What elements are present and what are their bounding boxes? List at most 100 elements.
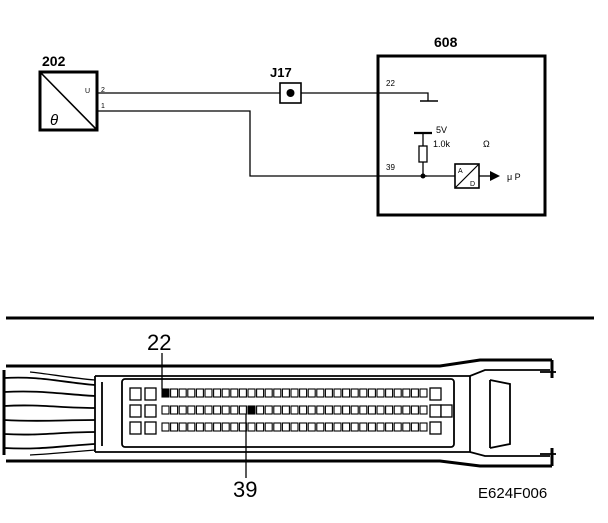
connector-pin (281, 388, 290, 398)
connector-pin (307, 388, 316, 398)
connector-cavity (129, 404, 142, 418)
resistor-value-label: 1.0k (433, 139, 451, 149)
arrow-right-icon (490, 171, 500, 181)
connector-cavity (144, 421, 157, 435)
connector-pin (367, 422, 376, 432)
connector-pin (410, 388, 419, 398)
ecu-box (376, 54, 547, 217)
connector-pin (385, 388, 394, 398)
connector-pin (393, 388, 402, 398)
housing-inner-top (95, 369, 550, 377)
schematic: 202 θ U 2 1 J17 608 22 39 (38, 34, 547, 217)
connector-pin (307, 405, 316, 415)
connector-cavity (429, 404, 442, 418)
adc-d-label: D (470, 181, 475, 188)
connector-pin (273, 422, 282, 432)
connector-pin (393, 422, 402, 432)
connector-pin (161, 422, 170, 432)
sensor-box (38, 70, 99, 132)
pin-field-panel (121, 378, 455, 448)
sensor-pin-1-label: 1 (101, 103, 105, 110)
connector-pin (204, 388, 213, 398)
connector-pin (359, 405, 368, 415)
connector-pin (367, 405, 376, 415)
connector-pin (376, 405, 385, 415)
wire-signal (97, 110, 427, 177)
connector-pin (376, 422, 385, 432)
connector-pin (221, 405, 230, 415)
connector-pin (299, 405, 308, 415)
connector-pin (281, 422, 290, 432)
connector-latch (469, 360, 556, 466)
connector-pin (350, 422, 359, 432)
connector-pin (359, 422, 368, 432)
connector-pin (256, 388, 265, 398)
connector-pin (359, 388, 368, 398)
connector-pin (410, 405, 419, 415)
connector-pin (307, 422, 316, 432)
connector-pin (195, 405, 204, 415)
connector-pin (385, 422, 394, 432)
connector-pin (299, 422, 308, 432)
connector-pin (187, 405, 196, 415)
sensor-u-label: U (85, 88, 90, 95)
sensor-diagonal (39, 71, 98, 131)
connector-pin (333, 422, 342, 432)
connector-pin (290, 388, 299, 398)
figure-code: E624F006 (478, 485, 547, 502)
connector-pin (213, 422, 222, 432)
connector-pin (419, 422, 428, 432)
ohm-symbol: Ω (483, 139, 490, 149)
connector-pin (264, 388, 273, 398)
connector-pin (238, 422, 247, 432)
adc-diagonal (454, 163, 480, 189)
connector-pin (350, 388, 359, 398)
junction-j17: J17 (270, 65, 302, 104)
connector-pin (247, 422, 256, 432)
connector-pin (161, 388, 170, 398)
connector-pin (204, 422, 213, 432)
connector-pin (324, 405, 333, 415)
connector-pin (264, 422, 273, 432)
connector-pin (187, 422, 196, 432)
connector-pin (333, 388, 342, 398)
connector-pin (213, 388, 222, 398)
connector-pin (247, 388, 256, 398)
connector-pin (213, 405, 222, 415)
connector-pin (402, 422, 411, 432)
connector-cavity (440, 404, 453, 418)
connector-cavity (129, 387, 142, 401)
connector-pin (187, 388, 196, 398)
ecu-pin-22-label: 22 (386, 79, 395, 88)
connector-pin (324, 388, 333, 398)
junction-dot (286, 89, 295, 97)
adc-a-label: A (458, 168, 463, 175)
connector-pin (161, 405, 170, 415)
connector-pin (367, 388, 376, 398)
ecu-pin-39-label: 39 (386, 163, 395, 172)
connector-pin (221, 388, 230, 398)
connector-pin (290, 405, 299, 415)
connector-pin (402, 388, 411, 398)
supply-voltage-label: 5V (436, 125, 447, 135)
connector-pin (281, 405, 290, 415)
connector-pin (195, 388, 204, 398)
junction-id-label: J17 (270, 65, 292, 80)
connector-pin (221, 422, 230, 432)
connector-cavity (429, 421, 442, 435)
connector-cavity (144, 387, 157, 401)
connector-pin (419, 405, 428, 415)
connector-pin (238, 388, 247, 398)
connector-pin (170, 405, 179, 415)
sensor-pin-2-label: 2 (101, 87, 105, 94)
ecu-id-label: 608 (434, 34, 458, 50)
connector-cavity (129, 421, 142, 435)
connector-pin (393, 405, 402, 415)
connector-pin (195, 422, 204, 432)
callout-22-label: 22 (147, 330, 171, 355)
pullup-resistor (418, 145, 428, 163)
connector-pin (316, 422, 325, 432)
connector-pin (170, 388, 179, 398)
cable-bundle (2, 370, 96, 456)
